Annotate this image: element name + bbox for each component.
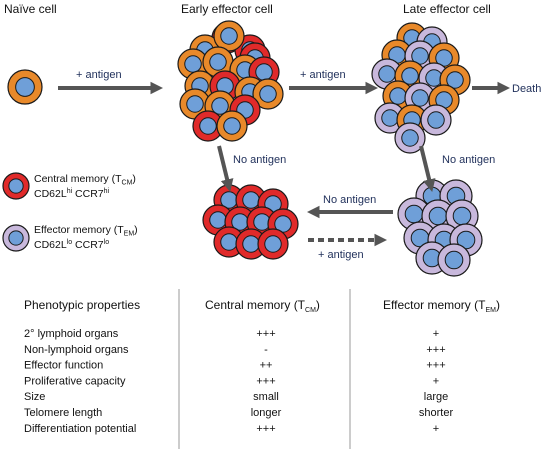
naive-cell <box>216 110 248 142</box>
table-cell-effector: + <box>433 328 439 340</box>
table-cell-central: - <box>264 344 268 356</box>
legend-central-name: Central memory (TCM) <box>34 173 136 187</box>
table-cell-effector: +++ <box>426 344 445 356</box>
table-cell-property: 2° lymphoid organs <box>24 328 119 340</box>
antigen-label-1: + antigen <box>76 69 122 81</box>
table-cell-central: ++ <box>260 360 273 372</box>
table-cell-property: Effector function <box>24 360 103 372</box>
table-cell-central: +++ <box>256 375 275 387</box>
legend-effector-cell <box>2 224 30 252</box>
antigen-return-label: + antigen <box>318 249 364 261</box>
legend-central-cell <box>2 172 30 200</box>
no-antigen-arrow-right <box>419 145 436 192</box>
header-effector: Effector memory (TEM) <box>383 298 500 314</box>
header-property: Phenotypic properties <box>24 298 140 312</box>
legend-effector-markers: CD62Llo CCR7lo <box>34 239 109 251</box>
late-effector-cluster <box>371 22 471 154</box>
naive-cell <box>252 78 284 110</box>
no-antigen-label-right: No antigen <box>442 154 495 166</box>
antigen-label-2: + antigen <box>300 69 346 81</box>
table-row: 2° lymphoid organs++++ <box>24 328 439 340</box>
table-cell-effector: +++ <box>426 360 445 372</box>
early-effector-title: Early effector cell <box>181 2 273 16</box>
table-cell-property: Telomere length <box>24 407 102 419</box>
central-memory-cell <box>192 110 224 142</box>
table-cell-effector: shorter <box>419 407 454 419</box>
legend-central-markers: CD62Lhi CCR7hi <box>34 188 110 200</box>
legend-effector-name: Effector memory (TEM) <box>34 224 138 238</box>
late-effector-title: Late effector cell <box>403 2 491 16</box>
table-cell-property: Differentiation potential <box>24 423 136 435</box>
table-row: Non-lymphoid organs - +++ <box>24 344 446 356</box>
death-label: Death <box>512 83 541 95</box>
table-body: 2° lymphoid organs++++Non-lymphoid organ… <box>24 328 453 435</box>
table-row: Differentiation potential++++ <box>24 423 439 435</box>
table-row: Size small large <box>24 391 448 403</box>
early-effector-cluster <box>177 20 284 142</box>
table-cell-property: Size <box>24 391 45 403</box>
effector-memory-cell <box>394 122 426 154</box>
table-cell-effector: large <box>424 391 448 403</box>
central-memory-cell <box>257 228 289 260</box>
header-central: Central memory (TCM) <box>205 298 320 314</box>
table-cell-central: +++ <box>256 328 275 340</box>
effector-memory-cell <box>437 243 471 277</box>
table-cell-central: +++ <box>256 423 275 435</box>
table-cell-property: Proliferative capacity <box>24 375 126 387</box>
table-cell-central: longer <box>251 407 282 419</box>
naive-cell <box>7 69 43 105</box>
table-row: Proliferative capacity++++ <box>24 375 439 387</box>
naive-cell-title: Naïve cell <box>4 2 57 16</box>
central-memory-cluster <box>202 184 299 260</box>
no-antigen-arrow-left <box>217 145 234 192</box>
table-cell-property: Non-lymphoid organs <box>24 344 129 356</box>
naive-cell <box>213 20 245 52</box>
effector-memory-cluster <box>397 179 483 277</box>
naive-cell <box>439 64 471 96</box>
table-row: Effector function+++++ <box>24 360 446 372</box>
table-cell-effector: + <box>433 375 439 387</box>
legend-cells <box>2 172 30 252</box>
naive-cell-body <box>7 69 43 105</box>
table-cell-central: small <box>253 391 279 403</box>
table-cell-effector: + <box>433 423 439 435</box>
no-antigen-label-middle: No antigen <box>323 194 376 206</box>
no-antigen-label-left: No antigen <box>233 154 286 166</box>
effector-memory-cell <box>420 104 452 136</box>
table-row: Telomere length longer shorter <box>24 407 453 419</box>
